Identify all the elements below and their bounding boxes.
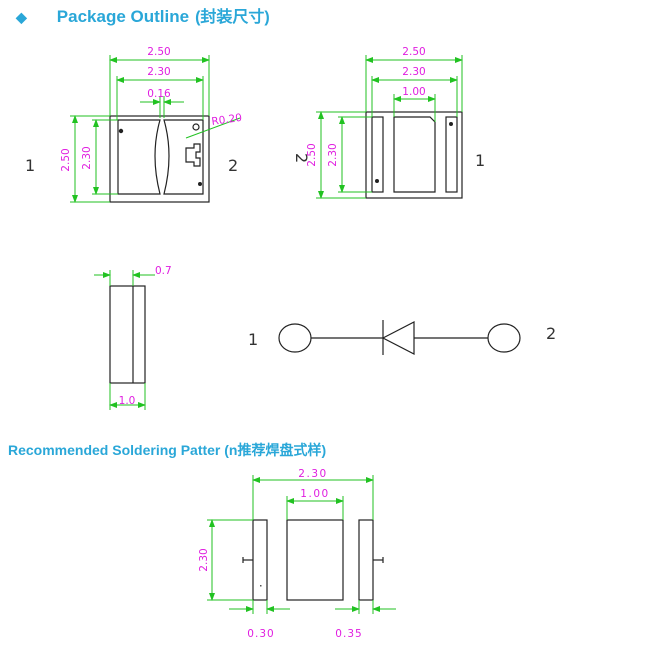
dim-bottom-center: 1.00 [402,86,425,98]
schematic-terminal-left [278,323,312,353]
top-view-right-pad [163,119,204,195]
bottom-view-center-pad [393,116,436,193]
diode-triangle [381,321,415,355]
dim-top-w-inner: 2.30 [147,66,170,78]
dim-bottom-w-inner: 2.30 [402,66,425,78]
package-outline-heading: ◆ Package Outline (封装尺寸) [16,3,270,27]
dim-pattern-center: 1.00 [300,488,329,500]
dim-bottom-h-inner: 2.30 [327,143,339,166]
top-view: 2.50 2.30 0.16 R0.20 2.50 2.30 1 2 [25,46,243,203]
pin-label-top-right: 2 [228,156,238,175]
side-view: 0.7 1.0 [94,265,172,410]
soldering-pattern: 2.30 1.00 2.30 0.30 0.35 [198,468,396,640]
dim-top-radius: R0.20 [211,112,243,128]
bottom-view: 2.50 2.30 1.00 2.50 2.30 2 1 [292,46,485,199]
dim-top-h-inner: 2.30 [81,146,93,169]
soldering-pattern-heading: Recommended Soldering Patter (n推荐焊盘式样) [8,442,327,458]
dim-side-width: 1.0 [119,395,136,407]
side-view-body [109,285,146,384]
heading-title: Package Outline [56,7,190,26]
dim-top-h-outer: 2.50 [60,148,72,171]
heading-title-zh: (封装尺寸) [195,9,270,26]
dim-pattern-left-pad: 0.30 [247,628,274,640]
diode-schematic: 1 2 [248,320,556,355]
schematic-pin-right: 2 [546,324,556,343]
dim-pattern-w-total: 2.30 [298,468,327,480]
schematic-pin-left: 1 [248,330,258,349]
top-view-polarity-notch [185,143,201,167]
dim-top-w-outer: 2.50 [147,46,170,58]
pattern-left-pad [252,519,268,601]
dim-bottom-h-outer: 2.50 [306,143,318,166]
bottom-view-left-pad [371,116,384,193]
pin-label-bottom-right: 1 [475,151,485,170]
schematic-terminal-right [487,323,521,353]
pin-label-top-left: 1 [25,156,35,175]
dim-top-gap: 0.16 [147,88,171,100]
top-view-left-pad [117,119,161,195]
dim-bottom-w-outer: 2.50 [402,46,425,58]
pin-label-bottom-left: 2 [292,153,311,163]
diamond-bullet-icon: ◆ [16,9,27,25]
pattern-center-pad [286,519,344,601]
pattern-right-pad [358,519,374,601]
dim-pattern-height: 2.30 [198,548,210,571]
dim-side-thickness: 0.7 [155,265,172,277]
bottom-view-right-pad [445,116,458,193]
bottom-view-body [365,111,463,199]
dim-pattern-right-pad: 0.35 [335,628,362,640]
